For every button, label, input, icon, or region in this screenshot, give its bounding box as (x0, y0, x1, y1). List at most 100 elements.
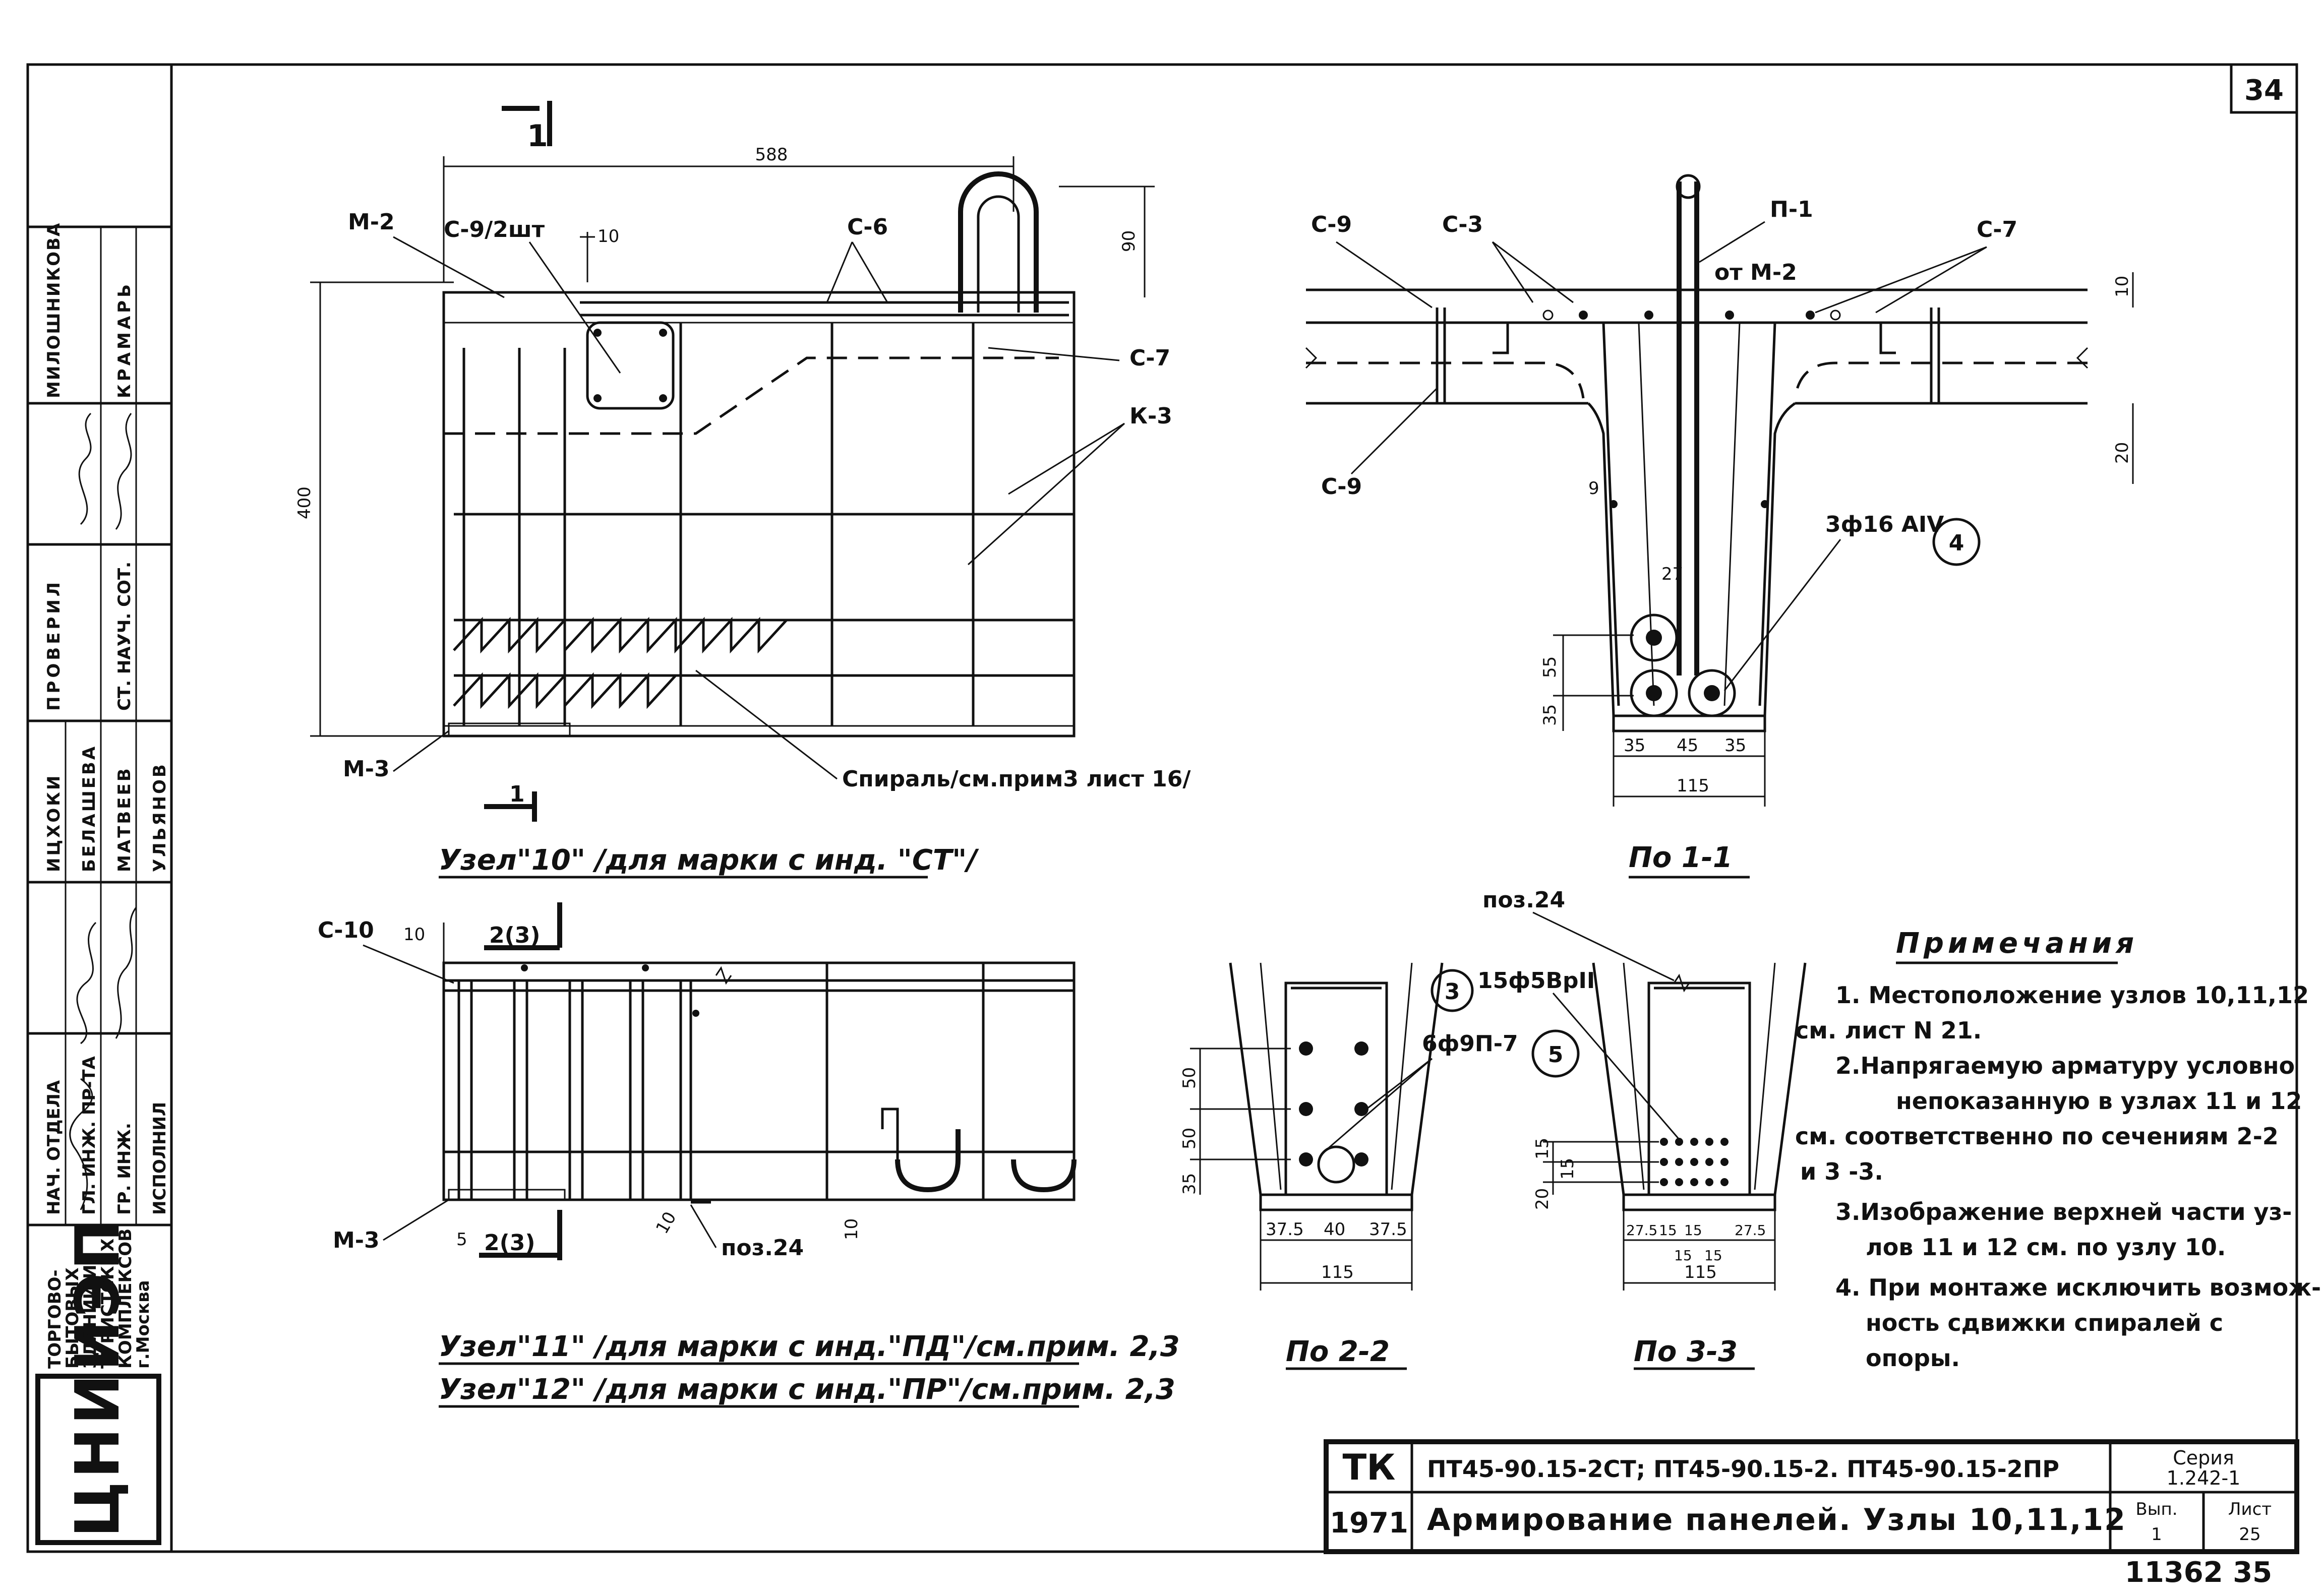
org-name: ТОРГОВО- БЫТОВЫХ ЗДАНИЙ И ТУРИСТСКИХ КОМ… (45, 1229, 153, 1369)
dim-50-a: 50 (1179, 1067, 1200, 1089)
dim-b4: 115 (1677, 776, 1709, 796)
dim-15-f: 15 (1704, 1247, 1722, 1264)
note-line: см. лист N 21. (1795, 1017, 1982, 1044)
section-3-3-drawing: поз.24 3 15ф5ВрII 15 15 20 27.5 15 15 27… (1431, 887, 1807, 1370)
node-12-caption: Узел"12" /для марки с инд."ПР"/см.прим. … (439, 1373, 1175, 1406)
dim-10-node11: 10 (403, 925, 425, 945)
org-logo: ЦНИИЭП (35, 1216, 161, 1545)
dim-115-22: 115 (1321, 1262, 1354, 1282)
note-line: лов 11 и 12 см. по узлу 10. (1866, 1234, 2226, 1261)
person-name: КРАМАРЬ (114, 281, 135, 398)
label-rebar-6f9: 6ф9П-7 (1422, 1031, 1518, 1057)
section-1-1-drawing: С-9 С-3 П-1 С-7 от М-2 С-9 3ф16 АIV 4 10… (1305, 174, 2134, 879)
dim-35: 35 (1540, 704, 1560, 726)
node-10-caption: Узел"10" /для марки с инд. "СТ"/ (439, 844, 979, 877)
dim-15-d: 15 (1684, 1222, 1702, 1239)
position-4: 4 (1949, 530, 1964, 556)
dim-35-22: 35 (1179, 1173, 1200, 1195)
signature-names: ИЦХОКИ БЕЛАШЕВА МАТВЕЕВ УЛЬЯНОВ МИЛОШНИК… (44, 222, 170, 872)
note-line: непоказанную в узлах 11 и 12 (1896, 1087, 2302, 1115)
role-label: ГР. ИНЖ. (114, 1123, 135, 1215)
label-c9-top: С-9 (1311, 212, 1352, 237)
label-pos-2-3-bottom: 2(3) (484, 1230, 535, 1256)
node-11-12-drawing: С-10 10 2(3) М-3 5 2(3) 10 поз.24 10 Узе… (318, 902, 1180, 1408)
dim-5: 5 (456, 1230, 467, 1250)
stamp-year: 1971 (1330, 1507, 1408, 1540)
note-line: 1. Местоположение узлов 10,11,12 (1835, 981, 2309, 1009)
note-line: опоры. (1866, 1344, 1960, 1372)
org-logo-text: ЦНИИЭП (63, 1216, 133, 1538)
notes-block: Примечания 1. Местоположение узлов 10,11… (1795, 927, 2321, 1372)
dim-40: 40 (1324, 1219, 1345, 1240)
label-c7: С-7 (1129, 345, 1170, 371)
section-3-3-caption: По 3-3 (1634, 1335, 1738, 1368)
label-rebar-3f16: 3ф16 АIV (1825, 512, 1944, 537)
org-name-line: ТОРГОВО- (45, 1269, 65, 1369)
label-spiral: Спираль/см.прим3 лист 16/ (842, 766, 1191, 792)
node-11-caption: Узел"11" /для марки с инд."ПД"/см.прим. … (439, 1330, 1180, 1363)
stamp-title: Армирование панелей. Узлы 10,11,12 (1427, 1502, 2126, 1538)
left-title-strip: ЦНИИЭП ТОРГОВО- БЫТОВЫХ ЗДАНИЙ И ТУРИСТС… (28, 222, 171, 1545)
section-mark-bottom: 1 (509, 781, 525, 807)
dim-15-b-33: 15 (1558, 1158, 1578, 1180)
dim-55: 55 (1540, 656, 1560, 678)
label-c9-bottom: С-9 (1321, 474, 1362, 500)
person-name: БЕЛАШЕВА (79, 745, 99, 872)
dim-20-right: 20 (2112, 442, 2132, 464)
handwritten-signatures (69, 412, 137, 1210)
stamp-marks: ПТ45-90.15-2СТ; ПТ45-90.15-2. ПТ45-90.15… (1427, 1455, 2059, 1483)
dim-27-5-b: 27.5 (1735, 1222, 1766, 1239)
label-k3: К-3 (1129, 403, 1172, 429)
position-3: 3 (1445, 979, 1460, 1005)
label-c6: С-6 (847, 214, 888, 240)
dim-37-5-a: 37.5 (1266, 1219, 1304, 1240)
person-name: ИЦХОКИ (44, 774, 64, 872)
label-m3: М-3 (343, 756, 390, 782)
label-pos-24-33: поз.24 (1482, 887, 1565, 913)
org-name-line: г.Москва (133, 1280, 153, 1369)
dim-10: 10 (598, 226, 619, 247)
org-name-line: БЫТОВЫХ (63, 1267, 83, 1369)
dim-400: 400 (294, 486, 315, 519)
person-name: МИЛОШНИКОВА (44, 222, 64, 398)
dim-90: 90 (1119, 230, 1139, 252)
dim-15-e: 15 (1674, 1247, 1692, 1264)
role-label: ИСПОЛНИЛ (150, 1102, 170, 1215)
notes-title: Примечания (1896, 927, 2138, 960)
dim-20-33: 20 (1532, 1188, 1553, 1210)
dim-10b: 10 (652, 1208, 680, 1237)
stamp-list: 25 (2239, 1524, 2260, 1545)
dim-b2: 45 (1677, 735, 1698, 756)
role-label: СТ. НАУЧ. СОТ. (114, 562, 135, 711)
dim-b3: 35 (1724, 735, 1746, 756)
section-mark-top: 1 (527, 118, 548, 154)
stamp-list-label: Лист (2228, 1499, 2272, 1519)
bottom-numbers: 11362 35 (2125, 1556, 2272, 1589)
note-line: 2.Напрягаемую арматуру условно (1835, 1052, 2295, 1079)
node-10-drawing: 1 588 90 400 (294, 101, 1191, 879)
role-label: ПРОВЕРИЛ (44, 579, 64, 711)
dim-9: 9 (1588, 478, 1599, 499)
signature-roles: НАЧ. ОТДЕЛА ГЛ. ИНЖ. ПР-ТА ГР. ИНЖ. ИСПО… (44, 562, 170, 1215)
stamp-series-label: Серия (2173, 1447, 2234, 1469)
label-c3: С-3 (1442, 212, 1483, 237)
label-pos-24: поз.24 (721, 1235, 804, 1261)
label-rebar-15f5: 15ф5ВрII (1477, 968, 1595, 994)
label-m2: М-2 (348, 209, 395, 235)
note-line: и 3 -3. (1800, 1158, 1883, 1185)
stamp-series: 1.242-1 (2167, 1467, 2241, 1489)
label-pos-2-3-top: 2(3) (489, 923, 540, 948)
person-name: УЛЬЯНОВ (150, 762, 170, 872)
dim-15-a-33: 15 (1532, 1138, 1553, 1159)
label-c9-2pcs: С-9/2шт (444, 217, 545, 242)
note-line: 3.Изображение верхней части уз- (1835, 1198, 2292, 1225)
person-name: МАТВЕЕВ (114, 766, 135, 872)
corner-number: 34 (2244, 74, 2284, 107)
stamp-vyp-label: Вып. (2135, 1499, 2177, 1519)
note-line: см. соответственно по сечениям 2-2 (1795, 1123, 2279, 1150)
org-name-line: КОМПЛЕКСОВ (115, 1229, 136, 1369)
note-line: 4. При монтаже исключить возмож- (1835, 1274, 2321, 1301)
label-m3-node11: М-3 (333, 1227, 380, 1253)
label-from-m2: от М-2 (1714, 260, 1797, 285)
